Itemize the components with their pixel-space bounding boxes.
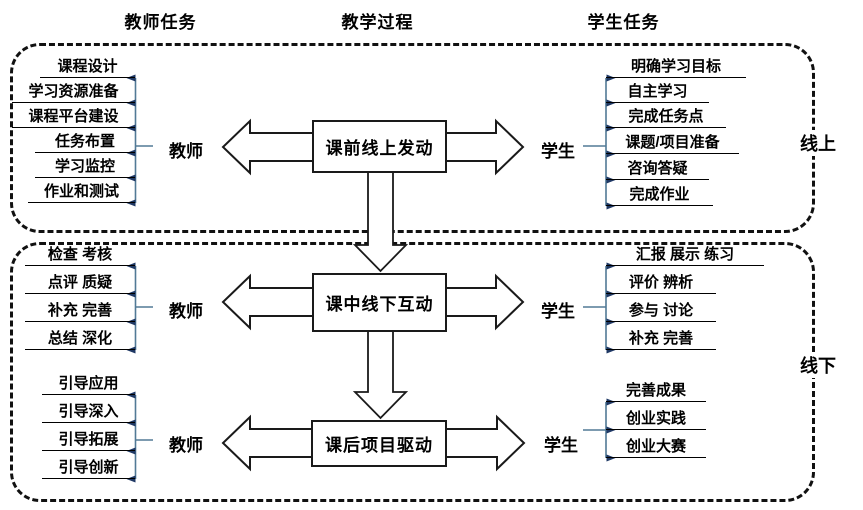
- arrowhead-icon: [126, 346, 136, 354]
- arrowhead-icon: [606, 398, 616, 406]
- arrowhead-icon: [126, 149, 136, 157]
- arrowhead-icon: [126, 475, 136, 483]
- down-arrow-stage2-to-stage3-icon: [352, 330, 409, 420]
- arrowhead-icon: [126, 124, 136, 132]
- arrowhead-icon: [606, 150, 616, 158]
- teacher-task-item: 点评 质疑: [25, 273, 135, 294]
- block-arrow-left-stage2-icon: [221, 273, 314, 331]
- teacher-task-item: 学习资源准备: [12, 82, 135, 103]
- block-arrow-left-stage1-icon: [221, 118, 314, 176]
- teacher-task-item: 课程平台建设: [12, 107, 135, 128]
- stage-box-before-class: 课前线上发动: [312, 120, 447, 173]
- student-task-item: 创业实践: [606, 409, 706, 430]
- teacher-task-item: 课程设计: [40, 57, 135, 78]
- teacher-task-item: 总结 深化: [25, 329, 135, 350]
- arrowhead-icon: [606, 74, 616, 82]
- arrowhead-icon: [606, 176, 616, 184]
- teacher-task-item: 作业和测试: [28, 182, 135, 203]
- student-label-stage2: 学生: [541, 302, 575, 321]
- teacher-label-stage1: 教师: [169, 142, 203, 161]
- teacher-task-item: 引导应用: [42, 374, 135, 395]
- student-task-item: 补充 完善: [606, 329, 716, 350]
- student-task-item: 评价 辨析: [606, 273, 716, 294]
- arrowhead-icon: [606, 318, 616, 326]
- arrowhead-icon: [126, 419, 136, 427]
- arrowhead-icon: [606, 124, 616, 132]
- task-arrowheads: [126, 74, 616, 483]
- student-task-item: 完善成果: [606, 381, 706, 402]
- teacher-task-item: 引导深入: [42, 402, 135, 423]
- arrowhead-icon: [126, 199, 136, 207]
- teacher-label-stage2: 教师: [169, 302, 203, 321]
- arrowhead-icon: [126, 447, 136, 455]
- arrowhead-icon: [606, 290, 616, 298]
- stage-box-in-class: 课中线下互动: [312, 273, 447, 332]
- region-label-online: 线上: [794, 130, 842, 156]
- arrowhead-icon: [126, 174, 136, 182]
- block-arrow-right-stage2-icon: [445, 273, 525, 331]
- arrowhead-icon: [606, 454, 616, 462]
- arrowhead-icon: [606, 99, 616, 107]
- arrowhead-icon: [606, 202, 616, 210]
- arrowhead-icon: [126, 290, 136, 298]
- arrowhead-icon: [126, 318, 136, 326]
- arrowhead-icon: [606, 346, 616, 354]
- region-label-offline: 线下: [794, 352, 842, 378]
- student-label-stage1: 学生: [541, 142, 575, 161]
- arrowhead-icon: [126, 391, 136, 399]
- student-label-stage3: 学生: [544, 436, 578, 455]
- teacher-bracket-stage2: [134, 266, 153, 350]
- stage-box-after-class: 课后项目驱动: [311, 420, 447, 467]
- teacher-bracket-stage1: [134, 78, 153, 203]
- arrowhead-icon: [606, 262, 616, 270]
- teacher-task-item: 引导拓展: [42, 430, 135, 451]
- block-arrow-right-stage1-icon: [445, 118, 525, 176]
- column-header-process: 教学过程: [341, 13, 414, 32]
- column-header-teacher-tasks: 教师任务: [124, 13, 197, 32]
- student-task-item: 参与 讨论: [606, 301, 716, 322]
- arrowhead-icon: [606, 426, 616, 434]
- block-arrow-left-stage3-icon: [221, 414, 313, 472]
- teacher-task-item: 引导创新: [42, 458, 135, 479]
- student-task-item: 汇报 展示 练习: [606, 245, 764, 266]
- bracket-lines: [134, 78, 607, 479]
- down-arrow-stage1-to-stage2-icon: [352, 171, 409, 273]
- arrowhead-icon: [126, 262, 136, 270]
- student-bracket-stage1: [583, 78, 607, 206]
- teacher-task-item: 检查 考核: [25, 245, 135, 266]
- arrowhead-icon: [126, 74, 136, 82]
- student-task-item: 完成任务点: [606, 107, 726, 128]
- student-task-item: 咨询答疑: [606, 159, 709, 180]
- column-header-student-tasks: 学生任务: [587, 13, 660, 32]
- arrowhead-icon: [126, 99, 136, 107]
- teacher-task-item: 任务布置: [35, 132, 135, 153]
- student-task-item: 完成作业: [606, 185, 713, 206]
- teacher-task-item: 学习监控: [35, 157, 135, 178]
- teacher-label-stage3: 教师: [169, 436, 203, 455]
- block-arrow-right-stage3-icon: [445, 414, 526, 472]
- student-bracket-stage2: [583, 266, 607, 350]
- student-task-item: 课题/项目准备: [606, 133, 739, 154]
- student-task-item: 明确学习目标: [606, 57, 746, 78]
- student-bracket-stage3: [583, 402, 607, 458]
- student-task-item: 自主学习: [606, 82, 709, 103]
- teacher-task-item: 补充 完善: [25, 301, 135, 322]
- teacher-bracket-stage3: [134, 395, 153, 479]
- student-task-item: 创业大赛: [606, 437, 706, 458]
